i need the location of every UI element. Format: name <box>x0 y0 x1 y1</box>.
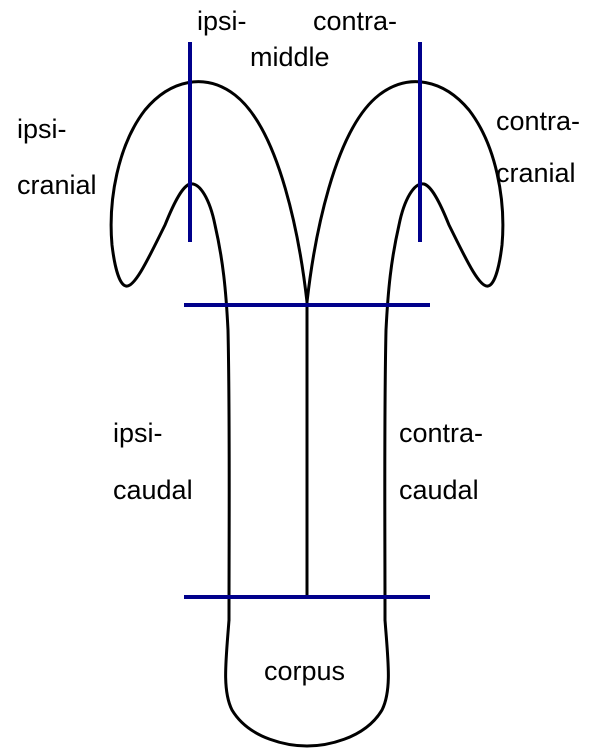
uterus-outline <box>111 82 503 746</box>
ipsi-cranial-label-line2: cranial <box>17 172 97 199</box>
left-horn-outline <box>111 82 307 620</box>
contra-caudal-label-line2: caudal <box>399 477 479 504</box>
ipsi-caudal-label-line1: ipsi- <box>113 420 163 447</box>
contra-cranial-label-line2: cranial <box>496 160 576 187</box>
contra-caudal-label-line1: contra- <box>399 420 483 447</box>
contra-top-label: contra- <box>313 8 397 35</box>
corpus-label: corpus <box>264 658 345 685</box>
middle-label: middle <box>250 44 330 71</box>
ipsi-top-label: ipsi- <box>197 8 247 35</box>
ipsi-caudal-label-line2: caudal <box>113 477 193 504</box>
contra-cranial-label-line1: contra- <box>496 108 580 135</box>
ipsi-cranial-label-line1: ipsi- <box>17 116 67 143</box>
right-horn-outline <box>307 82 503 620</box>
